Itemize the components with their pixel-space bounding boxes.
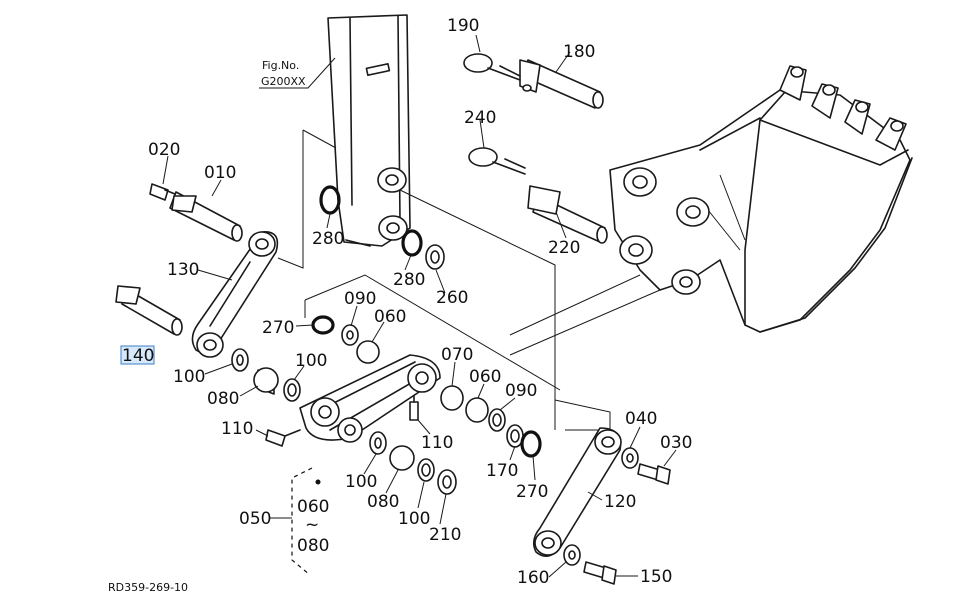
pin-180 (519, 59, 604, 109)
label-240[interactable]: 240 (464, 108, 496, 128)
label-030[interactable]: 030 (660, 433, 692, 453)
range-bracket (291, 467, 313, 576)
link-130 (191, 231, 279, 358)
label-090-right[interactable]: 090 (505, 381, 537, 401)
o-ring-270-right (520, 430, 542, 458)
label-060-left[interactable]: 060 (374, 307, 406, 327)
label-280-upper[interactable]: 280 (312, 229, 344, 249)
seal-100-lower (417, 458, 435, 482)
pin-010 (169, 191, 243, 242)
bolt-150 (583, 561, 617, 585)
label-100-upper[interactable]: 100 (295, 351, 327, 371)
shim-260 (425, 244, 445, 270)
label-190[interactable]: 190 (447, 16, 479, 36)
shim-210 (437, 469, 457, 495)
washer-100-left (231, 348, 249, 372)
bolt-030 (637, 463, 671, 485)
label-100-bottom[interactable]: 100 (398, 509, 430, 529)
label-050[interactable]: 050 (239, 509, 271, 529)
pin-220 (527, 185, 608, 244)
label-range-end[interactable]: 080 (297, 536, 329, 556)
label-160[interactable]: 160 (517, 568, 549, 588)
link-050 (299, 354, 441, 485)
label-270-left[interactable]: 270 (262, 318, 294, 338)
lock-pin-240 (468, 147, 526, 175)
bucket (609, 65, 913, 333)
label-060-right[interactable]: 060 (469, 367, 501, 387)
o-ring-280-lower (401, 229, 423, 257)
label-130[interactable]: 130 (167, 260, 199, 280)
bushing-080-lower (389, 445, 415, 471)
label-180[interactable]: 180 (563, 42, 595, 62)
o-ring-280-upper (319, 185, 341, 215)
label-120[interactable]: 120 (604, 492, 636, 512)
lock-pin-190 (463, 53, 521, 81)
bushing-070 (440, 385, 464, 411)
label-range-start[interactable]: 060 (297, 497, 329, 517)
arm-assembly (327, 14, 411, 247)
label-170[interactable]: 170 (486, 461, 518, 481)
grease-nipple-020 (149, 183, 176, 201)
assembly-guide-lines (277, 129, 661, 431)
label-110-left[interactable]: 110 (221, 419, 253, 439)
washer-160 (563, 544, 581, 566)
label-070[interactable]: 070 (441, 345, 473, 365)
selected-part-highlight (120, 345, 155, 365)
leader-lines (162, 34, 677, 578)
grease-nipple-110-left (265, 429, 301, 447)
label-280-lower[interactable]: 280 (393, 270, 425, 290)
drawing-code: RD359-269-10 (108, 581, 188, 594)
fig-no-value: G200XX (261, 75, 306, 88)
label-100-lower[interactable]: 100 (345, 472, 377, 492)
figure-number-callout: Fig.No. G200XX (259, 57, 336, 89)
link-120 (532, 427, 622, 557)
washer-100-lower (369, 431, 387, 455)
bushing-060-right (465, 397, 489, 423)
label-110-center[interactable]: 110 (421, 433, 453, 453)
fig-no-label: Fig.No. (262, 59, 299, 72)
part-labels: 020 010 130 140 190 180 240 220 280 280 … (120, 16, 692, 588)
grease-nipple-110-center (409, 395, 419, 421)
washer-040 (621, 447, 639, 469)
bushing-080-left (253, 367, 279, 395)
label-010[interactable]: 010 (204, 163, 236, 183)
label-020[interactable]: 020 (148, 140, 180, 160)
label-range-sep: ~ (305, 515, 319, 535)
label-080-left[interactable]: 080 (207, 389, 239, 409)
pin-140 (115, 285, 183, 336)
label-090-left[interactable]: 090 (344, 289, 376, 309)
bushing-060-left (356, 340, 380, 364)
label-040[interactable]: 040 (625, 409, 657, 429)
seal-100-left (283, 378, 301, 402)
seal-090-right (488, 408, 506, 432)
label-260[interactable]: 260 (436, 288, 468, 308)
label-140[interactable]: 140 (122, 346, 154, 366)
label-220[interactable]: 220 (548, 238, 580, 258)
o-ring-270-left (311, 315, 335, 335)
label-080-lower[interactable]: 080 (367, 492, 399, 512)
label-100-left[interactable]: 100 (173, 367, 205, 387)
label-150[interactable]: 150 (640, 567, 672, 587)
label-210[interactable]: 210 (429, 525, 461, 545)
label-270-right[interactable]: 270 (516, 482, 548, 502)
seal-090-left (341, 324, 359, 346)
